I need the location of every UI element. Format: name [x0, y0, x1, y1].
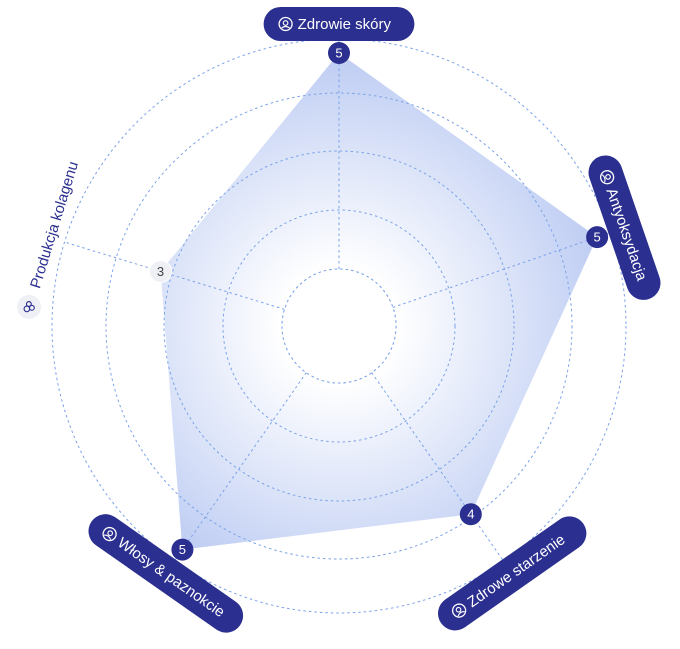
- value-marker-5: 3: [149, 259, 173, 283]
- svg-text:4: 4: [467, 507, 474, 522]
- axis-label-1: Zdrowie skóry: [263, 7, 415, 41]
- axis-pill-3: [438, 516, 587, 631]
- face-icon: [278, 16, 293, 32]
- grid-ring-3: [163, 150, 515, 502]
- value-marker-3: 4: [459, 503, 482, 526]
- head-hair-icon: [102, 526, 117, 542]
- svg-text:3: 3: [157, 264, 164, 279]
- svg-text:5: 5: [335, 46, 342, 61]
- axis-label-3: Zdrowe starzenie: [438, 516, 587, 631]
- axis-label-text-4: Włosy & paznokcie: [114, 534, 228, 621]
- axis-label-text-5: Produkcja kolagenu: [27, 159, 82, 290]
- hands-heart-icon: [451, 603, 467, 618]
- axis-label-text-1: Zdrowie skóry: [298, 16, 392, 33]
- value-marker-1: 5: [328, 42, 350, 64]
- value-marker-2: 5: [586, 226, 609, 249]
- axis-label-5: Produkcja kolagenu: [17, 159, 82, 319]
- value-marker-4: 5: [171, 538, 194, 561]
- grid-ring-5: [51, 38, 627, 614]
- center-hole: [281, 268, 397, 384]
- sun-icon: [599, 170, 615, 185]
- grid-ring-2: [222, 209, 456, 443]
- cells-icon: [17, 294, 42, 319]
- svg-text:5: 5: [179, 542, 186, 557]
- svg-text:5: 5: [594, 230, 601, 245]
- axis-pill-2: [588, 155, 661, 300]
- grid-ring-4: [105, 92, 573, 560]
- axis-label-text-3: Zdrowe starzenie: [464, 531, 568, 611]
- axis-pill-1: [263, 7, 415, 41]
- axis-pill-4: [88, 514, 244, 633]
